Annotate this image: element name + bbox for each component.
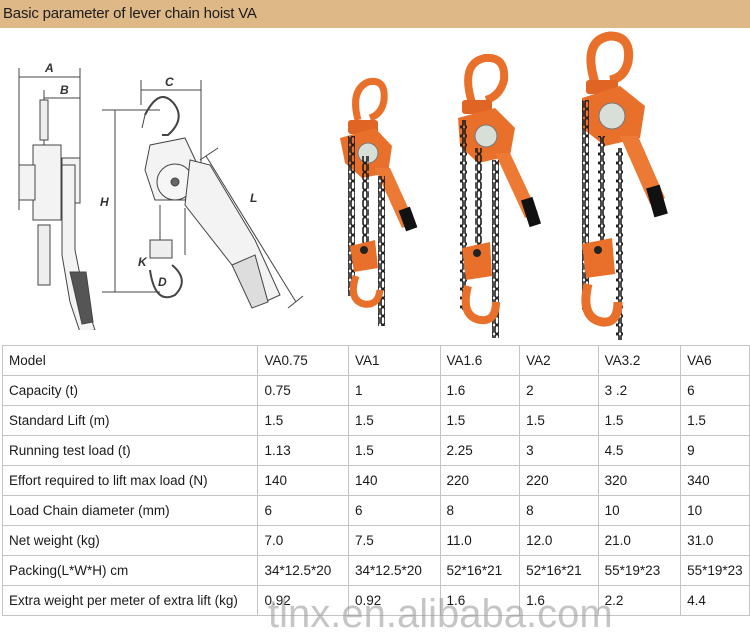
row-label: Packing(L*W*H) cm — [1, 555, 259, 586]
header-model-cell: VA2 — [519, 345, 599, 376]
cell-value: 1.6 — [439, 375, 521, 406]
cell-value: 0.92 — [348, 585, 441, 616]
label-k: K — [138, 255, 148, 269]
cell-value: 1.5 — [257, 405, 350, 436]
cell-value: 21.0 — [597, 525, 682, 556]
cell-value: 2 — [519, 375, 599, 406]
cell-value: 6 — [348, 495, 441, 526]
product-photos — [340, 31, 668, 340]
dimension-diagram: A B C H L K D — [18, 61, 304, 330]
cell-value: 1.5 — [597, 405, 682, 436]
header-model-cell: VA0.75 — [257, 345, 350, 376]
cell-value: 12.0 — [519, 525, 599, 556]
label-a: A — [44, 61, 54, 75]
cell-value: 6 — [257, 495, 350, 526]
cell-value: 4.4 — [680, 585, 750, 616]
table-row: Extra weight per meter of extra lift (kg… — [1, 585, 750, 616]
table-header-row: Model VA0.75 VA1 VA1.6 VA2 VA3.2 VA6 — [1, 345, 750, 376]
cell-value: 140 — [257, 465, 350, 496]
title-bar: Basic parameter of lever chain hoist VA — [0, 0, 750, 28]
cell-value: 8 — [439, 495, 521, 526]
label-h: H — [100, 195, 109, 209]
table-row: Running test load (t) 1.13 1.5 2.25 3 4.… — [1, 435, 750, 466]
table-row: Net weight (kg) 7.0 7.5 11.0 12.0 21.0 3… — [1, 525, 750, 556]
row-label: Net weight (kg) — [1, 525, 259, 556]
header-label-cell: Model — [1, 345, 259, 376]
row-label: Capacity (t) — [1, 375, 259, 406]
hoist-photo-large — [581, 31, 668, 340]
hoist-photo-small — [340, 77, 418, 326]
header-model-cell: VA1 — [348, 345, 441, 376]
cell-value: 1.5 — [439, 405, 521, 436]
label-b: B — [60, 83, 69, 97]
row-label: Effort required to lift max load (N) — [1, 465, 259, 496]
table-row: Effort required to lift max load (N) 140… — [1, 465, 750, 496]
cell-value: 31.0 — [680, 525, 750, 556]
row-label: Extra weight per meter of extra lift (kg… — [1, 585, 259, 616]
cell-value: 140 — [348, 465, 441, 496]
label-c: C — [165, 75, 174, 89]
cell-value: 11.0 — [439, 525, 521, 556]
cell-value: 1.5 — [348, 435, 441, 466]
cell-value: 34*12.5*20 — [348, 555, 441, 586]
cell-value: 220 — [439, 465, 521, 496]
header-model-cell: VA3.2 — [597, 345, 682, 376]
cell-value: 2.25 — [439, 435, 521, 466]
cell-value: 1.5 — [680, 405, 750, 436]
table-row: Packing(L*W*H) cm 34*12.5*20 34*12.5*20 … — [1, 555, 750, 586]
cell-value: 220 — [519, 465, 599, 496]
cell-value: 1.5 — [519, 405, 599, 436]
cell-value: 10 — [680, 495, 750, 526]
cell-value: 55*19*23 — [597, 555, 682, 586]
cell-value: 1.6 — [439, 585, 521, 616]
header-model-cell: VA6 — [680, 345, 750, 376]
cell-value: 0.92 — [257, 585, 350, 616]
cell-value: 52*16*21 — [519, 555, 599, 586]
row-label: Load Chain diameter (mm) — [1, 495, 259, 526]
cell-value: 7.5 — [348, 525, 441, 556]
cell-value: 9 — [680, 435, 750, 466]
label-l: L — [250, 191, 257, 205]
cell-value: 52*16*21 — [439, 555, 521, 586]
label-d: D — [158, 275, 167, 289]
cell-value: 7.0 — [257, 525, 350, 556]
row-label: Standard Lift (m) — [1, 405, 259, 436]
table-row: Capacity (t) 0.75 1 1.6 2 3 .2 6 — [1, 375, 750, 406]
cell-value: 1.6 — [519, 585, 599, 616]
figure-area: A B C H L K D — [0, 28, 750, 340]
cell-value: 2.2 — [597, 585, 682, 616]
cell-value: 3 .2 — [597, 375, 682, 406]
cell-value: 0.75 — [257, 375, 350, 406]
cell-value: 340 — [680, 465, 750, 496]
cell-value: 1.5 — [348, 405, 441, 436]
cell-value: 1 — [348, 375, 441, 406]
cell-value: 34*12.5*20 — [257, 555, 350, 586]
cell-value: 320 — [597, 465, 682, 496]
table-row: Standard Lift (m) 1.5 1.5 1.5 1.5 1.5 1.… — [1, 405, 750, 436]
cell-value: 6 — [680, 375, 750, 406]
cell-value: 1.13 — [257, 435, 350, 466]
hoist-photo-medium — [458, 53, 542, 338]
cell-value: 55*19*23 — [680, 555, 750, 586]
row-label: Running test load (t) — [1, 435, 259, 466]
table-row: Load Chain diameter (mm) 6 6 8 8 10 10 — [1, 495, 750, 526]
cell-value: 10 — [597, 495, 682, 526]
spec-table: Model VA0.75 VA1 VA1.6 VA2 VA3.2 VA6 Cap… — [1, 345, 750, 616]
cell-value: 8 — [519, 495, 599, 526]
cell-value: 4.5 — [597, 435, 682, 466]
header-model-cell: VA1.6 — [439, 345, 521, 376]
cell-value: 3 — [519, 435, 599, 466]
page-title: Basic parameter of lever chain hoist VA — [3, 5, 257, 22]
